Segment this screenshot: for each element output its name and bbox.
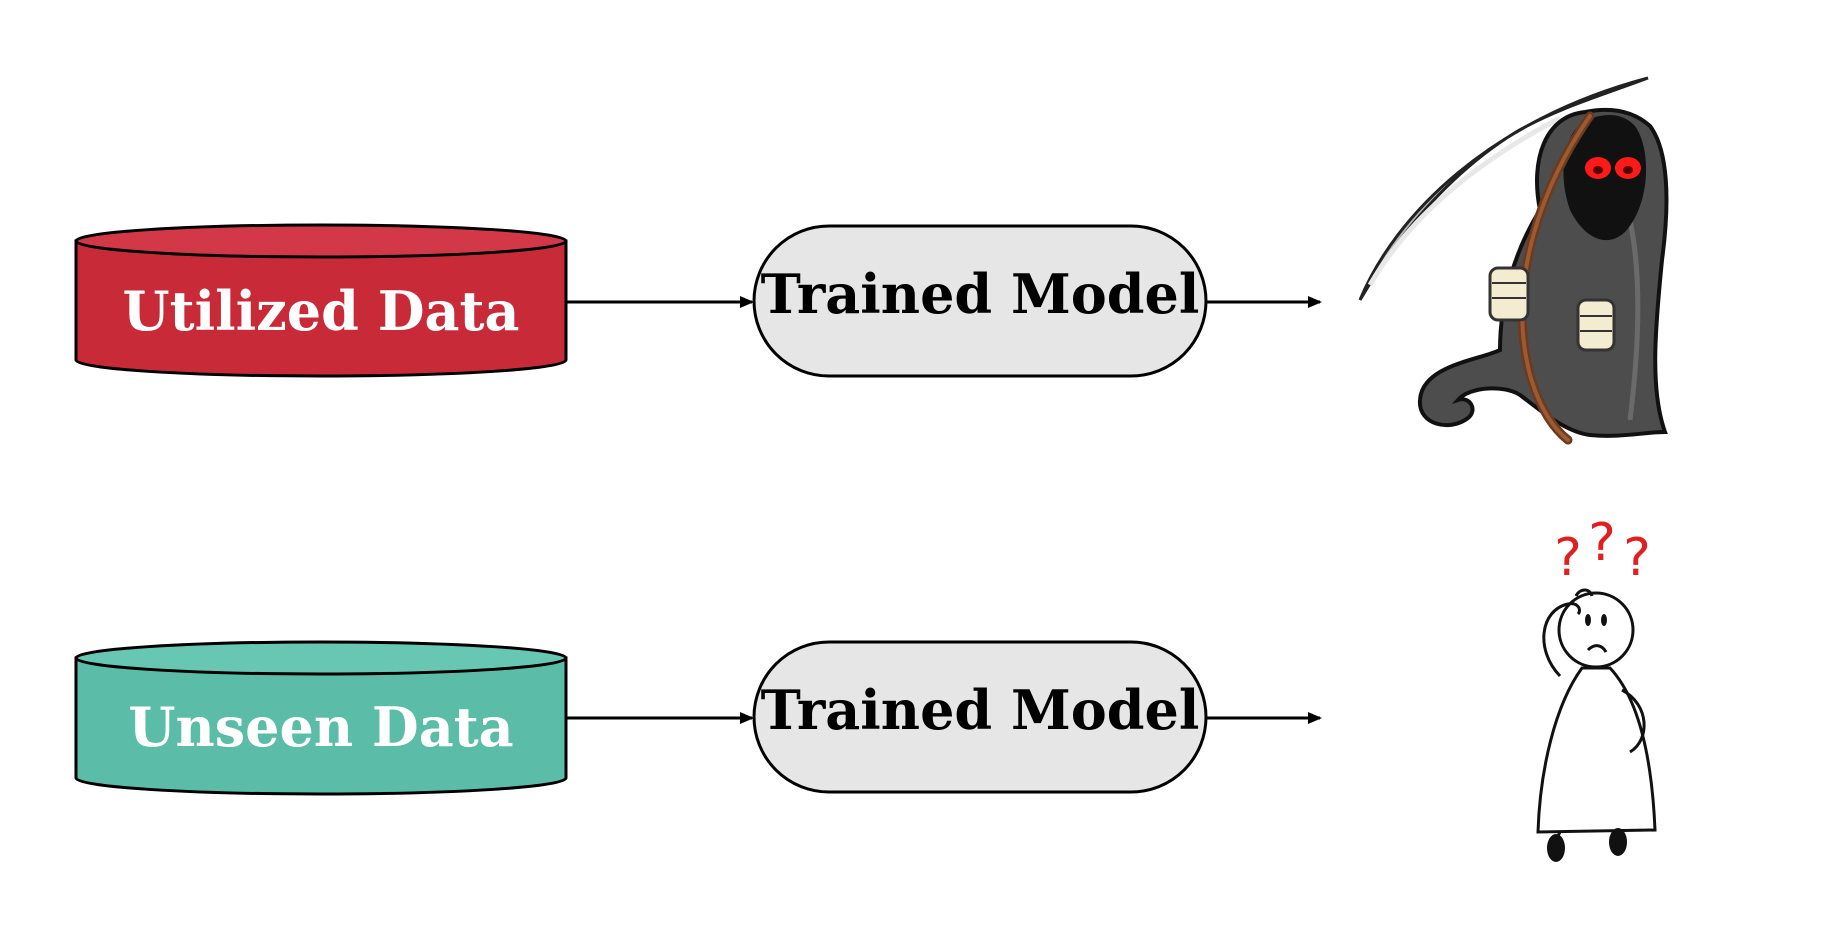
trained-model-label-2: Trained Model	[761, 678, 1200, 742]
row-utilized: Utilized Data Trained Model	[74, 76, 1669, 445]
grim-reaper-icon	[1358, 76, 1669, 445]
unseen-data-label: Unseen Data	[128, 695, 513, 759]
question-mark-3: ?	[1623, 528, 1651, 588]
unseen-data-cylinder: Unseen Data	[74, 640, 568, 796]
question-mark-1: ?	[1554, 528, 1582, 588]
confused-person-icon: ? ? ?	[1536, 513, 1657, 862]
trained-model-node-2: Trained Model	[752, 640, 1208, 794]
trained-model-label-1: Trained Model	[761, 262, 1200, 326]
utilized-data-label: Utilized Data	[123, 279, 520, 343]
utilized-data-cylinder: Utilized Data	[74, 223, 568, 378]
trained-model-node-1: Trained Model	[752, 224, 1208, 378]
question-mark-2: ?	[1588, 513, 1616, 573]
row-unseen: Unseen Data Trained Model ? ? ?	[74, 513, 1657, 862]
